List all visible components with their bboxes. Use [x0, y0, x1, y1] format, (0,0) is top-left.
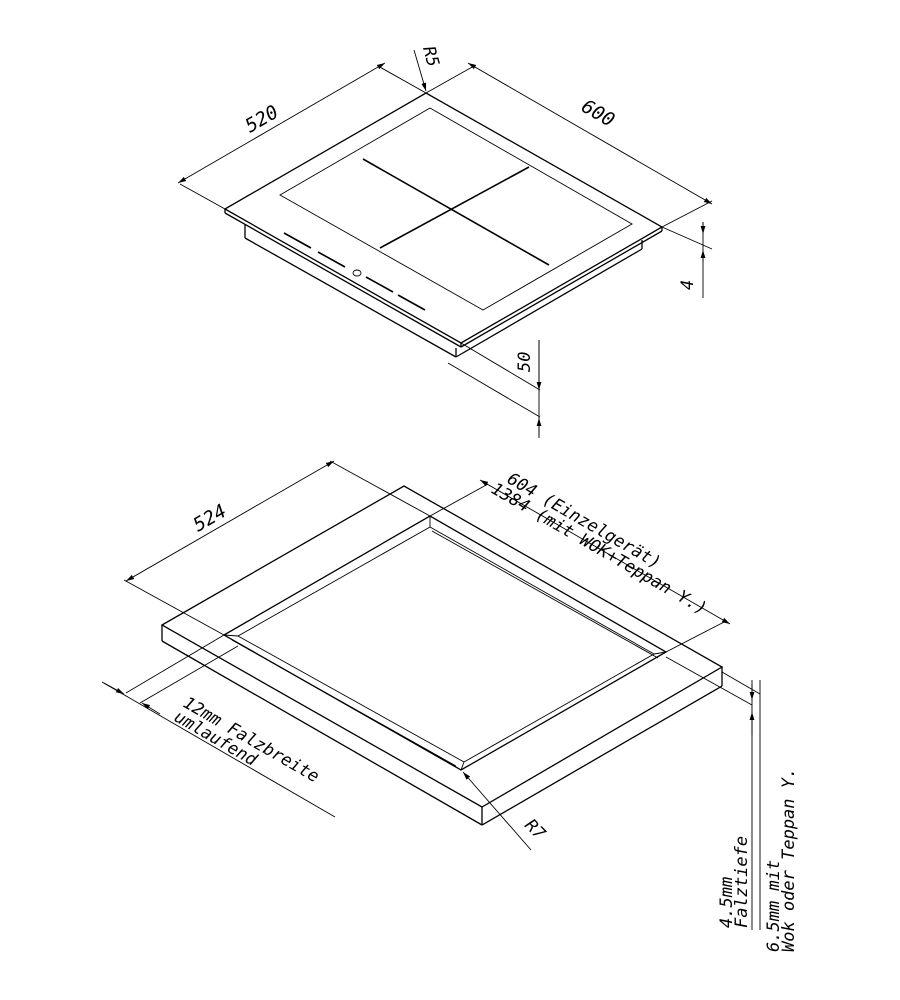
- hob-glass-top: [223, 92, 664, 344]
- hob-dim-height: 50: [447, 340, 542, 438]
- hob-dim-radius-label: R5: [418, 44, 443, 69]
- hob-dim-radius: R5: [413, 44, 443, 92]
- power-button-icon: [352, 269, 362, 277]
- cutout-dim-width-single-label: 604 (Einzelgerät): [504, 469, 665, 573]
- hob-housing: [244, 224, 643, 358]
- hob-dim-glass: 4: [661, 222, 713, 298]
- cutout-dim-rebate-depth-alt-line1: 6.5mm mit: [764, 860, 784, 952]
- hob-dim-width: 600: [425, 62, 713, 228]
- cutout-dim-rebate-width: 12mm Falzbreite umlaufend: [101, 634, 336, 818]
- cutout-dim-depth-label: 524: [190, 500, 231, 536]
- cutout-dim-rebate-depth-line1: 4.5mm: [717, 877, 737, 928]
- hob-dim-width-label: 600: [578, 95, 619, 131]
- cutout-opening: [237, 526, 655, 763]
- zone-divider-2: [379, 166, 530, 249]
- hob-cooking-field: [279, 107, 633, 311]
- hob-dim-depth: 520: [177, 62, 427, 210]
- hob-drawing: 520 600 R5 4 50: [177, 44, 713, 438]
- cutout-drawing: 524 604 (Einzelgerät) 1384 (mit WOK+Tepp…: [101, 460, 799, 952]
- hob-controls: [283, 232, 426, 311]
- cutout-dim-radius-label: R7: [520, 815, 549, 844]
- hob-dim-depth-label: 520: [242, 101, 283, 137]
- cutout-dim-depth: 524: [123, 460, 431, 636]
- hob-dim-glass-label: 4: [678, 280, 698, 290]
- zone-divider-1: [362, 158, 550, 266]
- cutout-dim-rebate-depth-line2: Falztiefe: [732, 836, 752, 928]
- hob-dim-height-label: 50: [515, 352, 535, 372]
- cutout-dim-width: 604 (Einzelgerät) 1384 (mit WOK+Teppan Y…: [429, 469, 731, 653]
- cutout-dim-rebate-depth: 4.5mm Falztiefe 6.5mm mit Wok oder Teppa…: [665, 656, 799, 952]
- cutout-dim-rebate-depth-alt-line2: Wok oder Teppan Y.: [779, 768, 799, 952]
- cutout-dim-width-combo-label: 1384 (mit WOK+Teppan Y.): [488, 479, 711, 619]
